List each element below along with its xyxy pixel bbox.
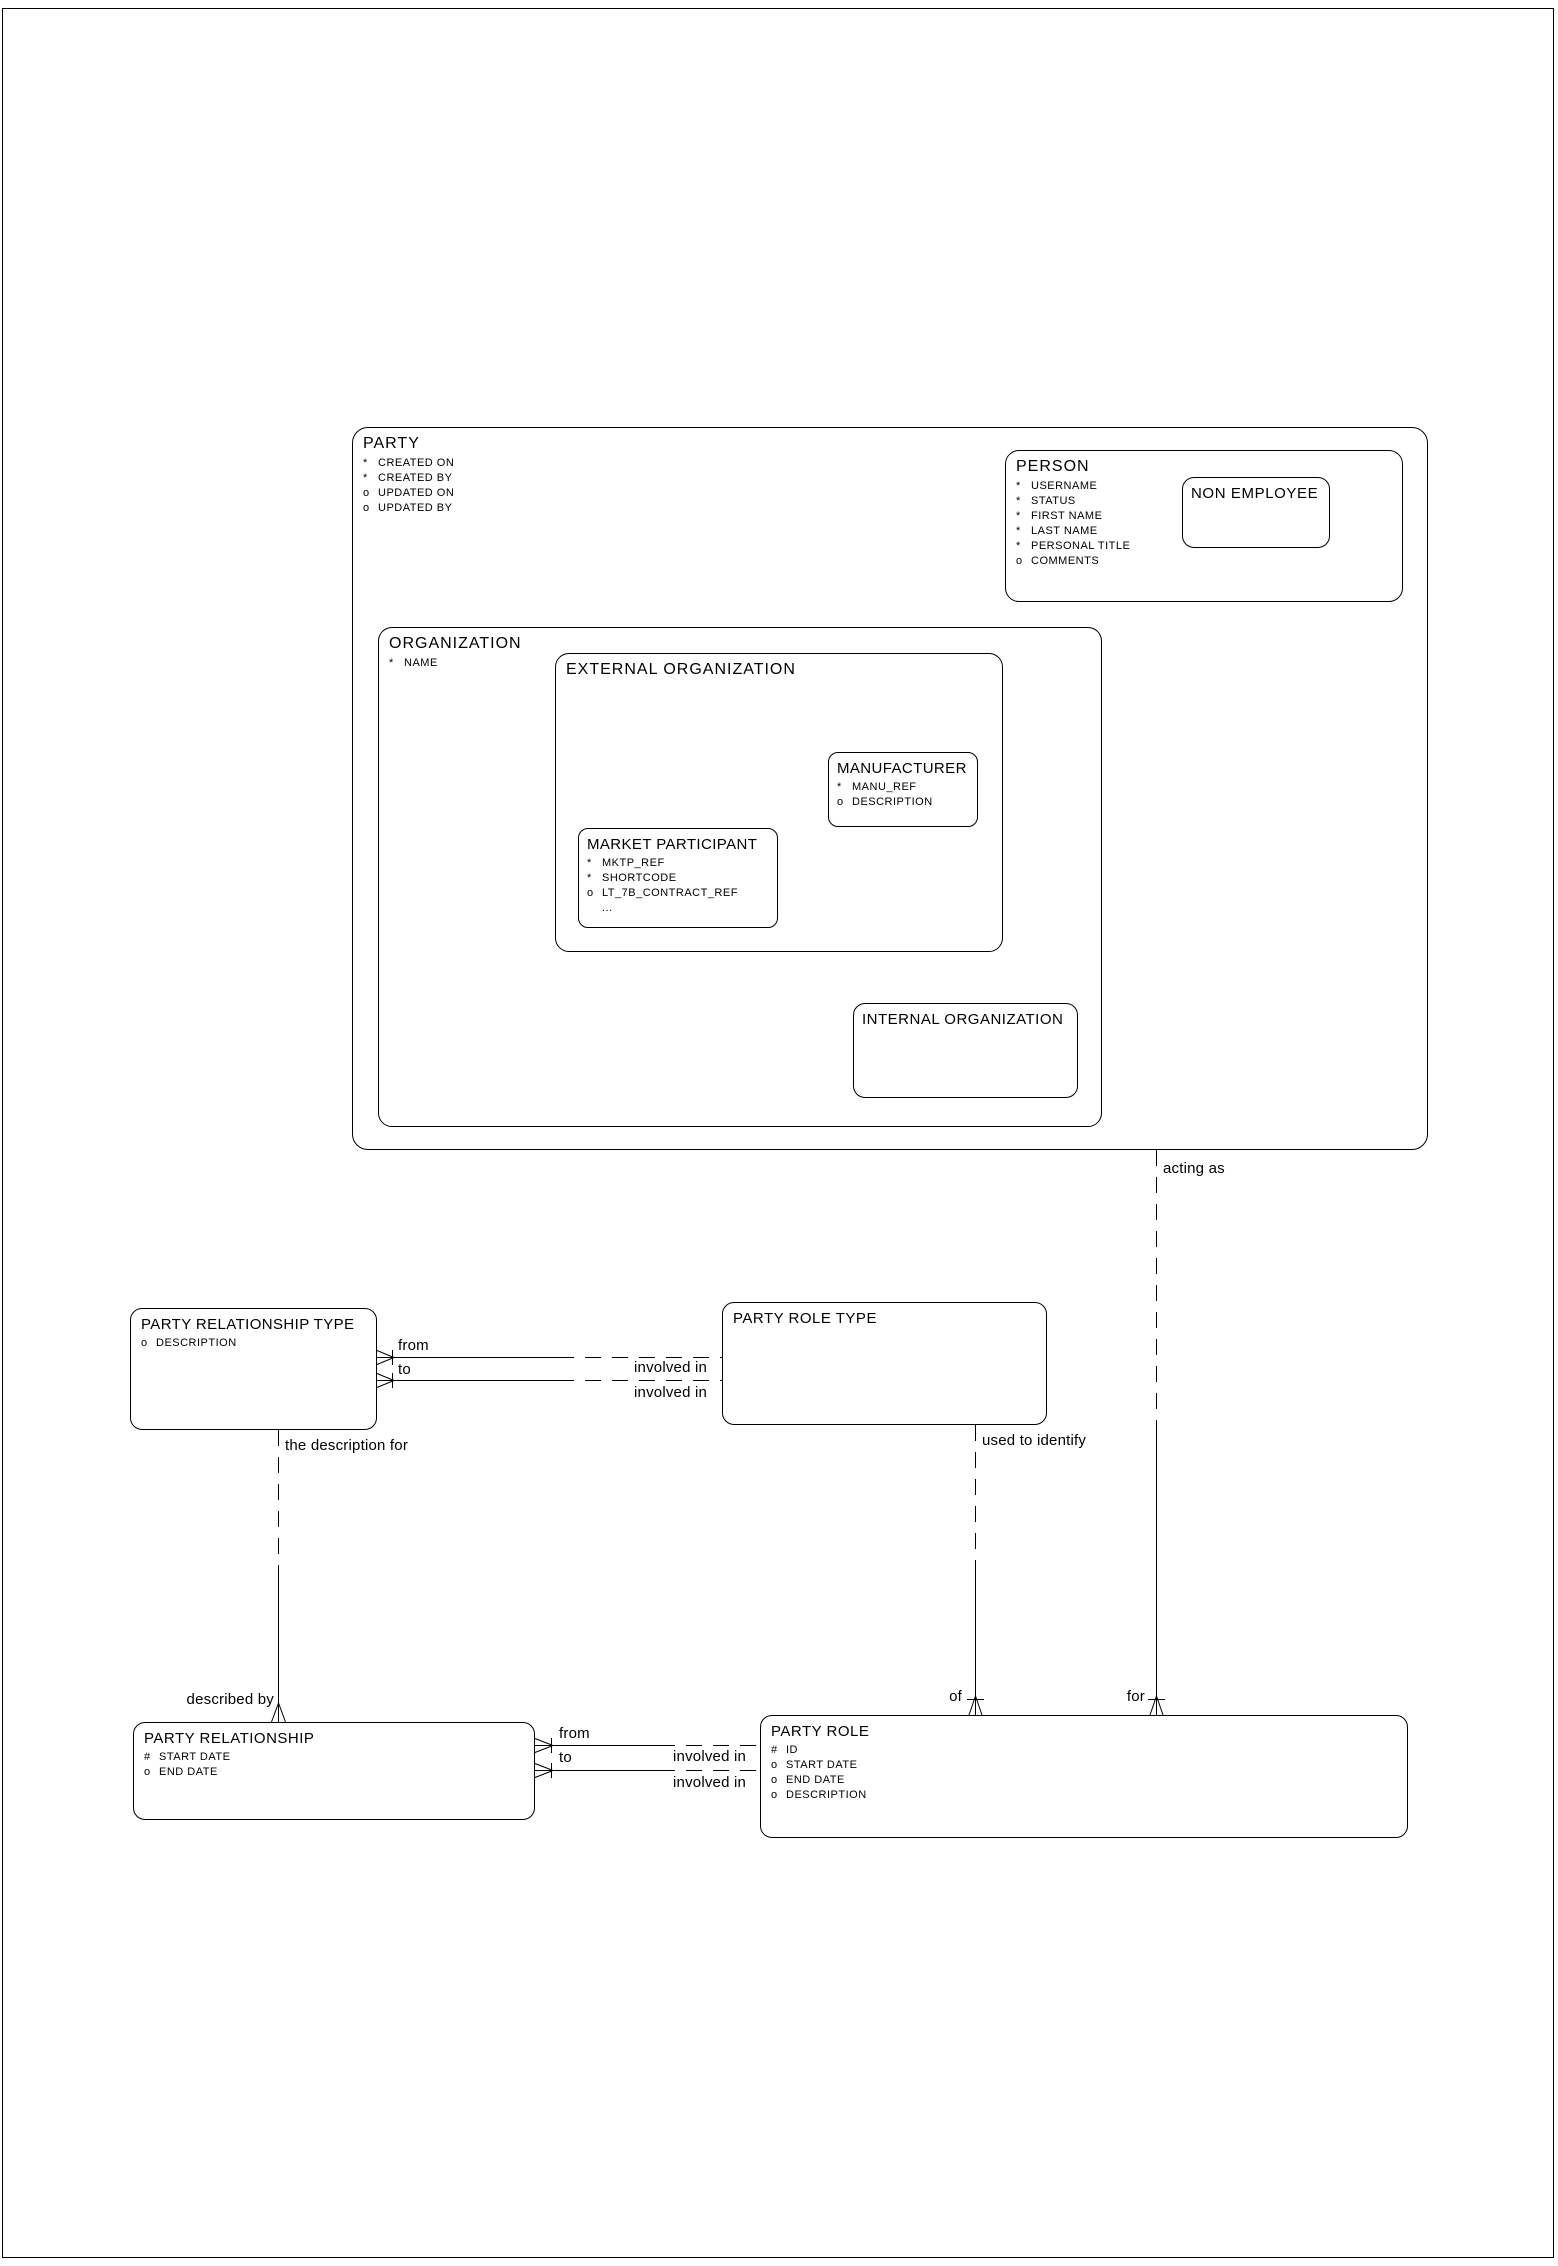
- attribute-row: *CREATED ON: [363, 457, 455, 469]
- relationship-label-for: for: [1105, 1688, 1147, 1705]
- entity-title: PARTY ROLE: [771, 1723, 870, 1740]
- relationship-label-used-to-identify: used to identify: [980, 1432, 1089, 1449]
- attribute-row: *CREATED BY: [363, 472, 453, 484]
- attribute-row: ...: [602, 902, 613, 914]
- relationship-label-involved-in: involved in: [671, 1748, 749, 1765]
- relationship-label-acting-as: acting as: [1161, 1160, 1227, 1177]
- entity-title: MARKET PARTICIPANT: [587, 836, 758, 853]
- attribute-row: *SHORTCODE: [587, 872, 677, 884]
- entity-title: MANUFACTURER: [837, 760, 967, 777]
- relationship-label-to: to: [557, 1749, 574, 1766]
- entity-title: NON EMPLOYEE: [1191, 485, 1319, 502]
- entity-title: PARTY ROLE TYPE: [733, 1310, 877, 1327]
- attribute-row: *MKTP_REF: [587, 857, 665, 869]
- page-border: [2, 8, 1554, 2258]
- entity-market-participant: MARKET PARTICIPANT *MKTP_REF *SHORTCODE …: [578, 828, 778, 928]
- relationship-label-from: from: [557, 1725, 592, 1742]
- entity-party-role-type: PARTY ROLE TYPE: [722, 1302, 1047, 1425]
- relationship-label-from: from: [396, 1337, 431, 1354]
- attribute-row: *NAME: [389, 657, 438, 669]
- entity-non-employee: NON EMPLOYEE: [1182, 477, 1330, 548]
- relationship-label-described-by: described by: [180, 1691, 276, 1708]
- entity-title: PARTY RELATIONSHIP TYPE: [141, 1316, 355, 1333]
- entity-title: PERSON: [1016, 458, 1090, 475]
- entity-title: EXTERNAL ORGANIZATION: [566, 661, 796, 678]
- attribute-row: *USERNAME: [1016, 480, 1098, 492]
- entity-title: PARTY RELATIONSHIP: [144, 1730, 315, 1747]
- relationship-label-involved-in: involved in: [671, 1774, 749, 1791]
- relationship-label-of: of: [928, 1688, 964, 1705]
- attribute-row: #ID: [771, 1744, 798, 1756]
- attribute-row: *LAST NAME: [1016, 525, 1098, 537]
- entity-title: INTERNAL ORGANIZATION: [862, 1011, 1064, 1028]
- attribute-row: *FIRST NAME: [1016, 510, 1103, 522]
- entity-internal-organization: INTERNAL ORGANIZATION: [853, 1003, 1078, 1098]
- entity-title: PARTY: [363, 435, 420, 452]
- relationship-label-involved-in: involved in: [632, 1384, 710, 1401]
- relationship-label-the-description-for: the description for: [283, 1437, 411, 1454]
- relationship-label-to: to: [396, 1361, 413, 1378]
- relationship-label-involved-in: involved in: [632, 1359, 710, 1376]
- entity-title: ORGANIZATION: [389, 635, 522, 652]
- attribute-row: *PERSONAL TITLE: [1016, 540, 1131, 552]
- attribute-row: #START DATE: [144, 1751, 231, 1763]
- attribute-row: *MANU_REF: [837, 781, 917, 793]
- attribute-row: *STATUS: [1016, 495, 1076, 507]
